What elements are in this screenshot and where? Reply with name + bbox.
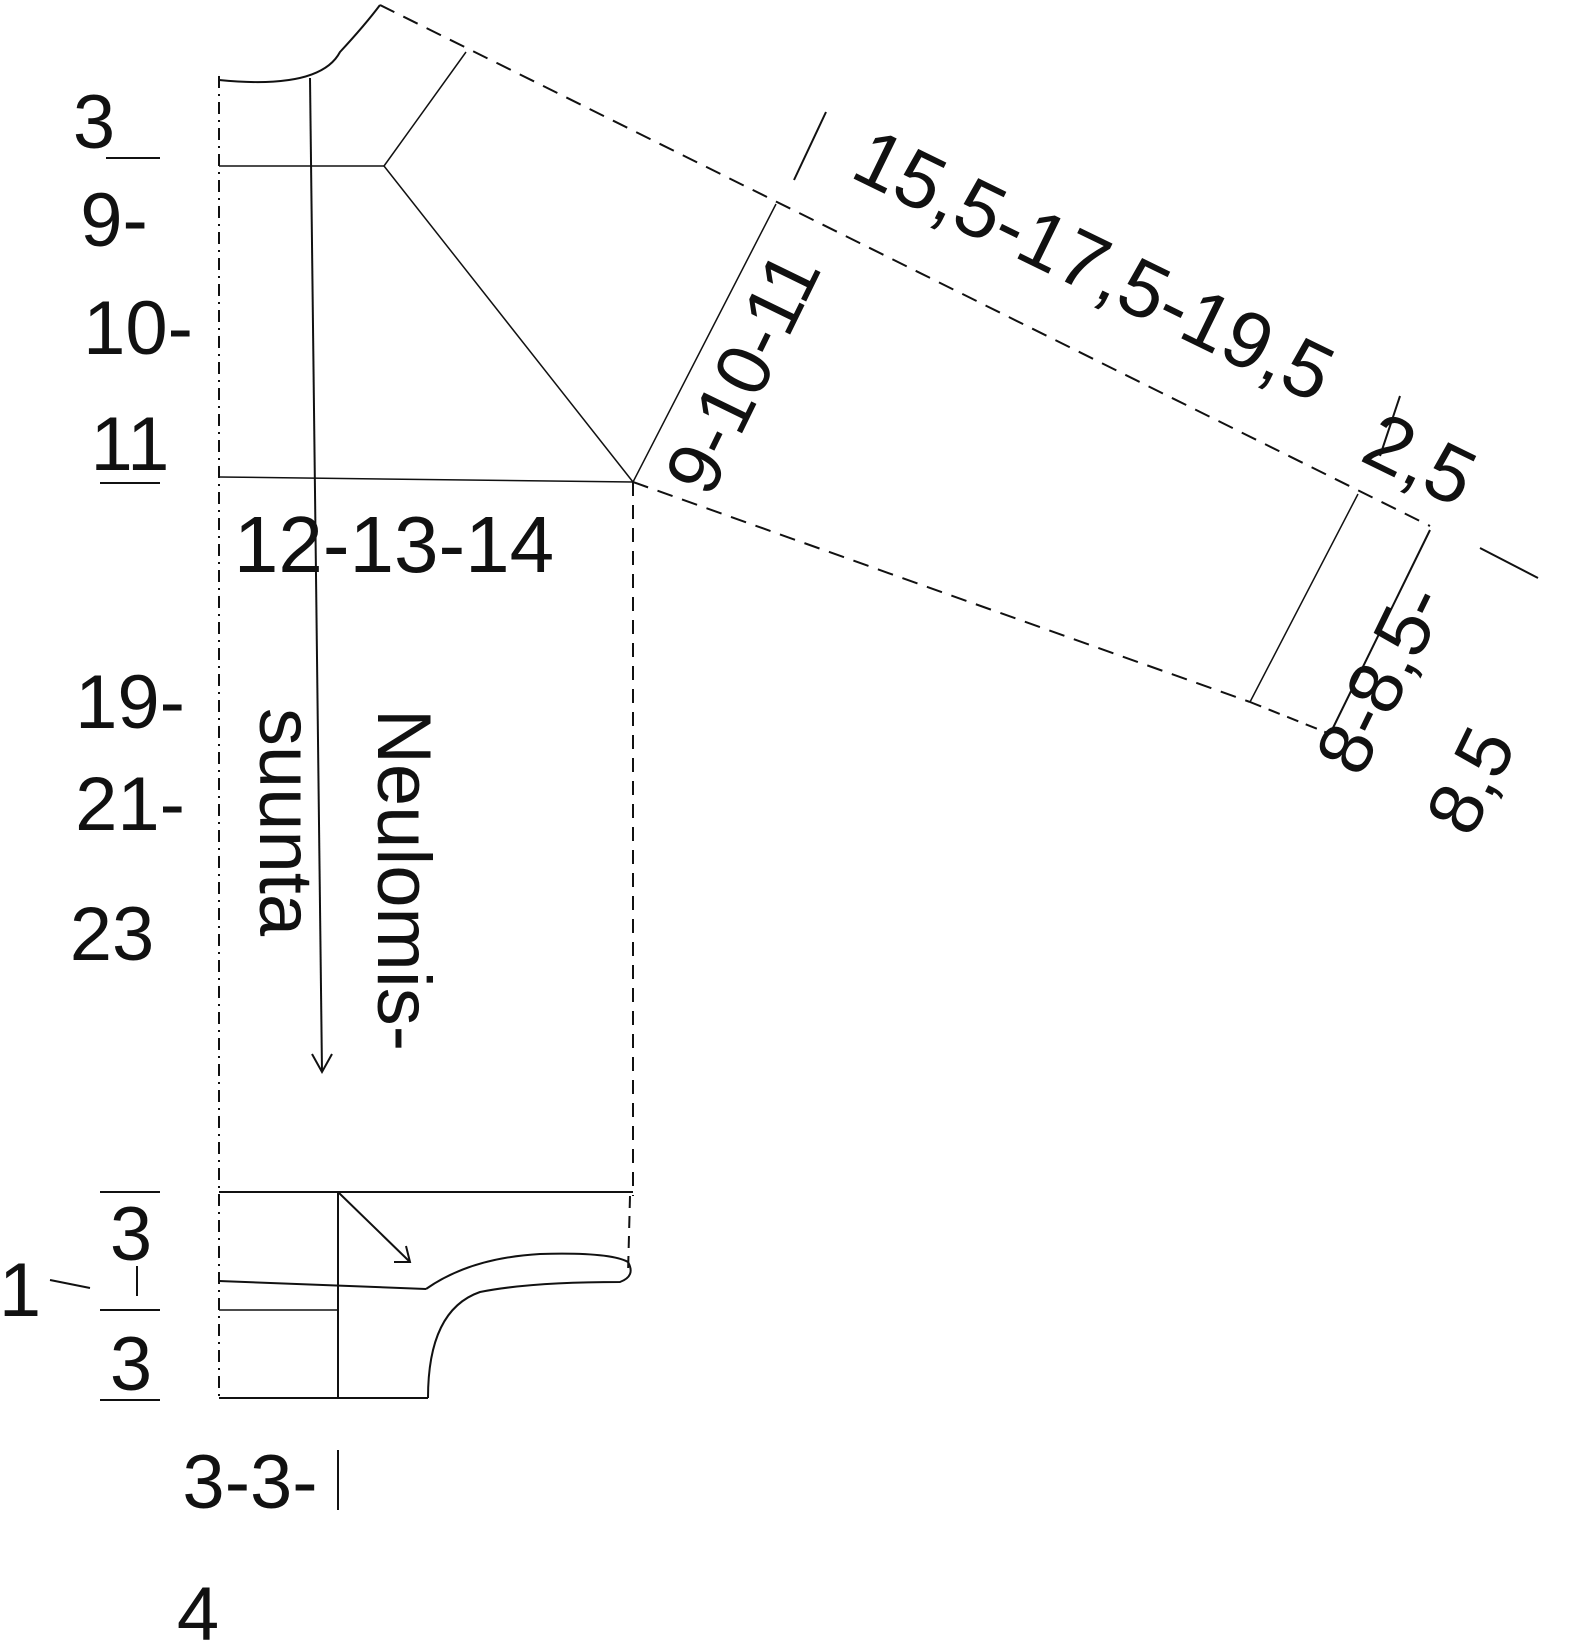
- label-left-top-d: 11: [91, 402, 170, 487]
- pocket-arrowhead: [394, 1245, 412, 1263]
- label-bottom-width-a: 3-3-: [182, 1440, 317, 1525]
- tick-sleeve-top: [793, 111, 827, 181]
- label-sleeve-end-width-b: 8,5: [1410, 715, 1533, 847]
- underarm-line: [218, 476, 634, 483]
- raglan-line: [383, 165, 634, 483]
- label-bottom-width-b: 4: [177, 1572, 219, 1646]
- label-left-top-c: 10-: [83, 286, 193, 371]
- label-knitting-direction-2: suunta: [243, 708, 328, 937]
- label-sleeve-cuff: 2,5: [1351, 395, 1490, 524]
- hem-section: [218, 1191, 633, 1399]
- sleeve-end-bottom: [1249, 701, 1331, 735]
- label-left-top-a: 3: [73, 80, 115, 165]
- sleeve-outline: [379, 4, 1431, 735]
- label-left-bottom-b: 3: [110, 1322, 152, 1407]
- sleeve-end-line: [1329, 529, 1431, 735]
- sleeve-top-edge: [379, 4, 1431, 527]
- neckline-curve: [218, 4, 381, 84]
- label-left-bottom-side: 1: [0, 1248, 41, 1333]
- label-left-bottom-a: 3: [110, 1192, 152, 1277]
- label-left-mid-c: 23: [70, 892, 155, 977]
- tick-side-1: [49, 1279, 91, 1289]
- label-sleeve-length: 15,5-17,5-19,5: [841, 111, 1348, 419]
- pocket-arrow: [337, 1191, 411, 1263]
- tick-sleeve-cuff: [1379, 395, 1401, 457]
- sleeve-bottom-edge: [632, 481, 1251, 703]
- label-left-mid-a: 19-: [75, 660, 185, 745]
- hem-line-1: [218, 1280, 427, 1290]
- shoulder-line: [383, 51, 467, 167]
- pocket-curve: [425, 1252, 632, 1399]
- label-sleeve-cap-depth: 9-10-11: [649, 239, 838, 507]
- knitting-direction-arrow: [309, 77, 333, 1075]
- cuff-line: [1249, 493, 1359, 703]
- label-body-width: 12-13-14: [234, 500, 554, 589]
- tick-sleeve-end: [1479, 547, 1539, 579]
- body-outline: [218, 4, 634, 1398]
- tick-marks: [49, 111, 1539, 1510]
- label-knitting-direction-1: Neulomis-: [361, 709, 446, 1051]
- label-left-mid-b: 21-: [75, 762, 185, 847]
- sleeve-cap-line: [632, 203, 777, 483]
- hem-side-dash: [627, 1195, 631, 1275]
- label-left-top-b: 9-: [80, 178, 148, 263]
